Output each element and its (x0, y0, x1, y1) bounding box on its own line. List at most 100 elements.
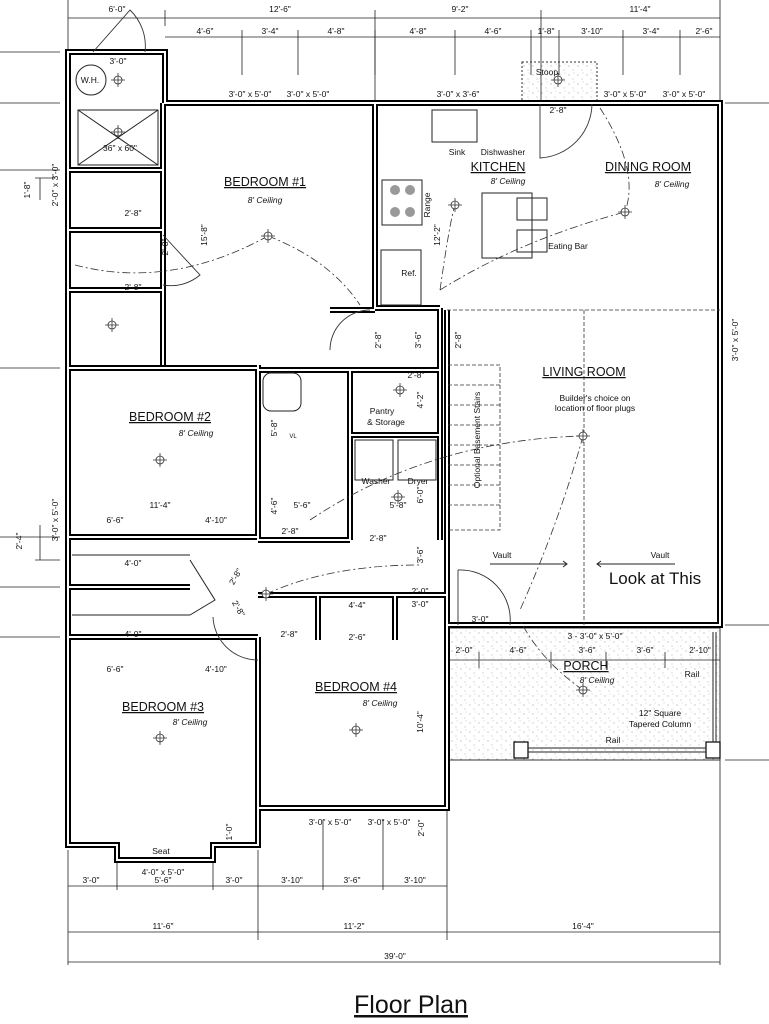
dim-text: 3'-0" (472, 614, 489, 624)
dim-text: 16'-4" (572, 921, 594, 931)
shower-label: 36" x 60" (103, 143, 137, 153)
dim-text: 2'-0" (416, 820, 426, 837)
room-porch: PORCH (563, 659, 608, 673)
eating-bar-label: Eating Bar (548, 241, 588, 251)
dim-text: 2'-8" (550, 105, 567, 115)
window-size: 3 - 3'-0" x 5'-0" (567, 631, 622, 641)
porch-column (513, 741, 529, 759)
pantry-label: Pantry (370, 406, 395, 416)
window-size: 3'-0" x 5'-0" (309, 817, 352, 827)
column-label: 12" Square (639, 708, 682, 718)
dim-text: 2'-4" (14, 533, 24, 550)
dim-text: 4'-6" (197, 26, 214, 36)
dim-text: 2'-6" (696, 26, 713, 36)
stoop-label: Stoop (536, 67, 558, 77)
fixtures (72, 64, 720, 625)
room-bedroom-4: BEDROOM #4 (315, 680, 397, 694)
porch-column (705, 741, 721, 759)
window-size: 3'-0" x 5'-0" (368, 817, 411, 827)
dim-text: 2'-8" (125, 282, 142, 292)
vent-light-label: VL (289, 434, 297, 440)
dim-text: 3'-0" (412, 599, 429, 609)
dim-text: 5'-6" (294, 500, 311, 510)
window-size: 4'-0" x 5'-0" (142, 867, 185, 877)
dim-text: 2'-8" (160, 239, 170, 256)
dim-text: 5'-6" (155, 875, 172, 885)
dim-text: 2'-8" (230, 599, 247, 619)
dim-text: 6'-0" (415, 487, 425, 504)
dim-text: 12'-2" (432, 224, 442, 246)
ceiling-note: 8' Ceiling (248, 195, 283, 205)
dim-text: 2'-6" (349, 632, 366, 642)
ceiling-note: 8' Ceiling (580, 675, 615, 685)
dim-text: 4'-2" (415, 392, 425, 409)
window-size: 3'-0" x 5'-0" (604, 89, 647, 99)
refrigerator-label: Ref. (401, 268, 417, 278)
vault-label: Vault (493, 550, 512, 560)
dim-text: 5'-8" (390, 500, 407, 510)
dim-text: 3'-10" (581, 26, 603, 36)
dim-text: 9'-2" (452, 4, 469, 14)
dim-text: 15'-8" (199, 224, 209, 246)
dim-text: 6'-6" (107, 515, 124, 525)
dim-text: 39'-0" (384, 951, 406, 961)
dim-text: 2'-8" (227, 567, 244, 587)
window-size: 3'-0" x 5'-0" (730, 319, 740, 362)
water-heater-label: W.H. (81, 75, 99, 85)
dim-text: 4'-6" (485, 26, 502, 36)
dim-text: 4'-8" (328, 26, 345, 36)
dim-text: 2'-8" (282, 526, 299, 536)
dim-text: 2'-8" (281, 629, 298, 639)
dim-text: 2'-8" (125, 208, 142, 218)
rail-label: Rail (606, 735, 621, 745)
dim-text: 3'-0" (110, 56, 127, 66)
room-living: LIVING ROOM (542, 365, 625, 379)
dim-text: 11'-4" (629, 4, 650, 14)
window-size: 3'-0" x 5'-0" (287, 89, 330, 99)
dim-text: 3'-6" (413, 332, 423, 349)
dim-text: 5'-8" (269, 420, 279, 437)
dim-text: 11'-4" (149, 500, 170, 510)
dim-text: 6'-6" (107, 664, 124, 674)
living-note: location of floor plugs (555, 403, 635, 413)
dim-text: 2'-8" (370, 533, 387, 543)
dishwasher-label: Dishwasher (481, 147, 526, 157)
dim-text: 1'-0" (224, 824, 234, 841)
dryer-label: Dryer (408, 476, 429, 486)
dim-text: 3'-6" (637, 645, 654, 655)
dim-text: 4'-8" (410, 26, 427, 36)
top-dimensions: 6'-0" 12'-6" 9'-2" 11'-4" 4'-6" 3'-4" 4'… (109, 4, 713, 99)
room-bedroom-1: BEDROOM #1 (224, 175, 306, 189)
window-size: 3'-0" x 5'-0" (663, 89, 706, 99)
living-note: Builder's choice on (559, 393, 630, 403)
dim-text: 3'-10" (404, 875, 426, 885)
dim-text: 4'-0" (125, 629, 142, 639)
dim-text: 3'-0" (83, 875, 100, 885)
ceiling-note: 8' Ceiling (179, 428, 214, 438)
dim-text: 3'-10" (281, 875, 303, 885)
dim-text: 3'-6" (579, 645, 596, 655)
window-size: 3'-0" x 5'-0" (229, 89, 272, 99)
washer-label: Washer (362, 476, 391, 486)
dim-text: 3'-4" (643, 26, 660, 36)
electrical (74, 72, 633, 746)
dim-text: 2'-8" (408, 370, 425, 380)
fixture-labels: W.H. 36" x 60" Sink Dishwasher Range Ref… (81, 67, 701, 856)
dim-text: 4'-10" (205, 664, 227, 674)
ceiling-note: 8' Ceiling (363, 698, 398, 708)
range-label: Range (422, 192, 432, 217)
dim-text: 4'-6" (510, 645, 527, 655)
rail-label: Rail (685, 669, 700, 679)
sink-label: Sink (449, 147, 466, 157)
window-size: 3'-0" x 3'-6" (437, 89, 480, 99)
dim-text: 2'-8" (373, 332, 383, 349)
ceiling-note: 8' Ceiling (491, 176, 526, 186)
dim-text: 11'-2" (343, 921, 364, 931)
room-kitchen: KITCHEN (471, 160, 526, 174)
dim-text: 4'-4" (349, 600, 366, 610)
window-size: 2'-0" x 3'-0" (50, 164, 60, 207)
dim-text: 12'-6" (269, 4, 291, 14)
dim-text: 2'-0" (412, 586, 429, 596)
room-bedroom-2: BEDROOM #2 (129, 410, 211, 424)
